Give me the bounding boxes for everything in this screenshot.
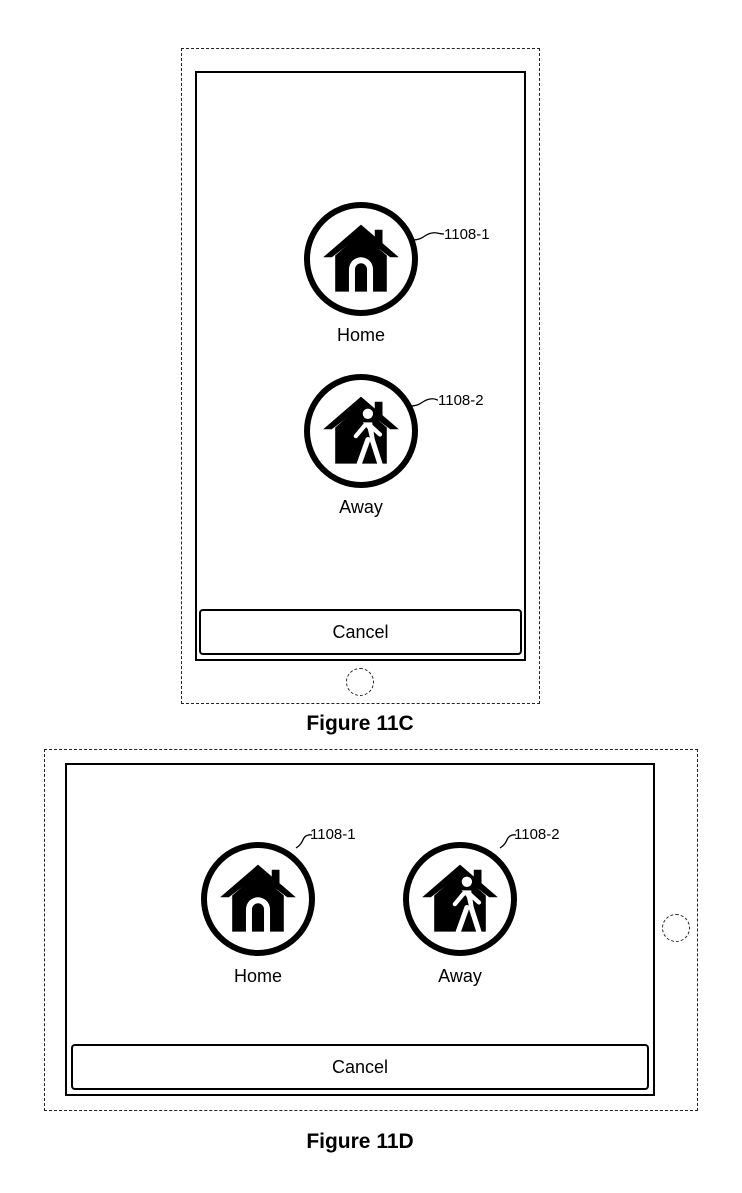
home-hardware-button[interactable] xyxy=(662,914,690,942)
ref-label-home: 1108-1 xyxy=(310,826,356,843)
cancel-button[interactable]: Cancel xyxy=(71,1044,649,1090)
figure-caption: Figure 11D xyxy=(260,1130,460,1154)
ref-label-away: 1108-2 xyxy=(514,826,560,843)
